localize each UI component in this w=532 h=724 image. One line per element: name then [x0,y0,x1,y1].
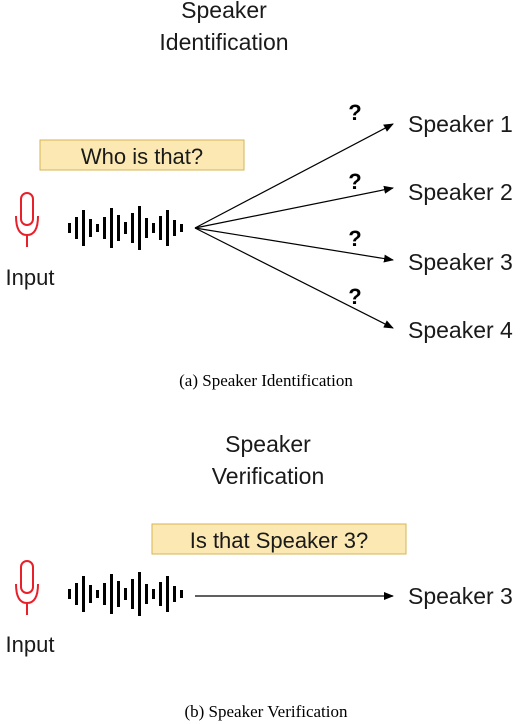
speaker-1-label: Speaker 1 [408,111,513,137]
waveform-bar [180,224,183,232]
panel-identification: Speaker Identification Who is that? Inpu… [6,0,514,390]
panel-b-title-line1: Speaker [225,431,311,457]
waveform-bar [68,589,71,599]
input-label-b: Input [6,632,55,657]
question-box-a [39,139,245,171]
waveform-bar [166,576,169,612]
waveform-bar [82,210,85,246]
question-text-a: Who is that? [81,144,203,169]
waveform-bar [124,588,127,600]
speaker-3-verification-label: Speaker 3 [408,583,513,609]
panel-a-title-line2: Identification [159,29,288,55]
question-mark-4: ? [348,284,361,309]
microphone-icon [15,192,39,247]
waveform-bar [96,224,99,232]
question-box-b [151,523,407,555]
question-mark-2: ? [348,169,361,194]
waveform-icon [68,206,183,250]
waveform-bar [138,572,141,616]
speaker-4-label: Speaker 4 [408,317,513,343]
waveform-icon [68,572,183,616]
waveform-bar [152,589,155,599]
question-mark-1: ? [348,100,361,125]
waveform-bar [152,223,155,233]
caption-b: (b) Speaker Verification [184,702,348,721]
speaker-3-label: Speaker 3 [408,249,513,275]
waveform-bar [82,576,85,612]
waveform-bar [68,223,71,233]
panel-b-title-line2: Verification [212,463,325,489]
waveform-bar [159,582,162,606]
panel-a-title-line1: Speaker [181,0,267,23]
waveform-bar [145,218,148,238]
waveform-bar [173,220,176,236]
waveform-bar [103,583,106,605]
waveform-bar [96,590,99,598]
arrow-to-speaker-1 [194,123,394,229]
speaker-2-label: Speaker 2 [408,179,513,205]
microphone-icon [15,560,39,615]
question-mark-3: ? [348,226,361,251]
waveform-bar [145,584,148,604]
waveform-bar [180,590,183,598]
waveform-bar [89,585,92,603]
waveform-bar [173,586,176,602]
waveform-bar [103,217,106,239]
question-text-b: Is that Speaker 3? [190,528,369,553]
waveform-bar [89,219,92,237]
input-label-a: Input [6,265,55,290]
waveform-bar [75,217,78,239]
waveform-bar [110,208,113,248]
arrow-to-speaker-4 [194,227,394,329]
waveform-bar [166,210,169,246]
waveform-bar [110,574,113,614]
waveform-bar [75,583,78,605]
arrow-to-speaker-3 [194,227,394,263]
waveform-bar [117,215,120,241]
waveform-bar [131,213,134,243]
caption-a: (a) Speaker Identification [179,371,353,390]
arrow-to-speaker-2 [194,185,394,229]
waveform-bar [159,216,162,240]
waveform-bar [138,206,141,250]
waveform-bar [124,222,127,234]
waveform-bar [131,579,134,609]
panel-verification: Speaker Verification Is that Speaker 3? … [6,431,513,721]
waveform-bar [117,581,120,607]
